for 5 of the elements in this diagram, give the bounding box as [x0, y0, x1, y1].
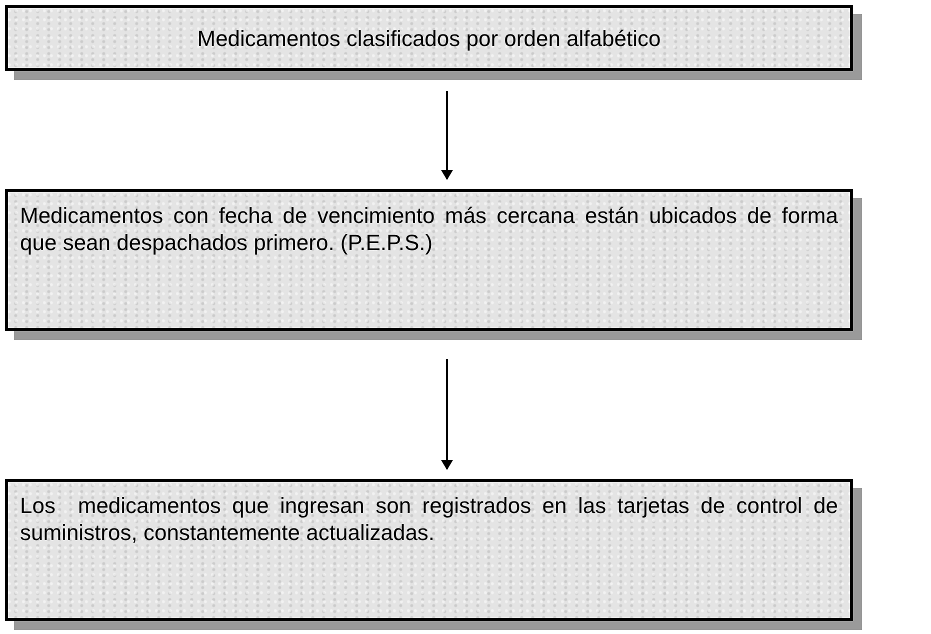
- arrow: [441, 359, 453, 470]
- box-text: Los medicamentos que ingresan son registrados en las tarjetas de control de suministros, constantemente actualizadas.: [20, 492, 838, 546]
- arrow: [441, 91, 453, 180]
- box-text: Medicamentos con fecha de vencimiento más cercana están ubicados de forma que sean despachados primero. (P.E.P.S.): [20, 202, 838, 256]
- box-text: Medicamentos clasificados por orden alfabético: [196, 24, 662, 52]
